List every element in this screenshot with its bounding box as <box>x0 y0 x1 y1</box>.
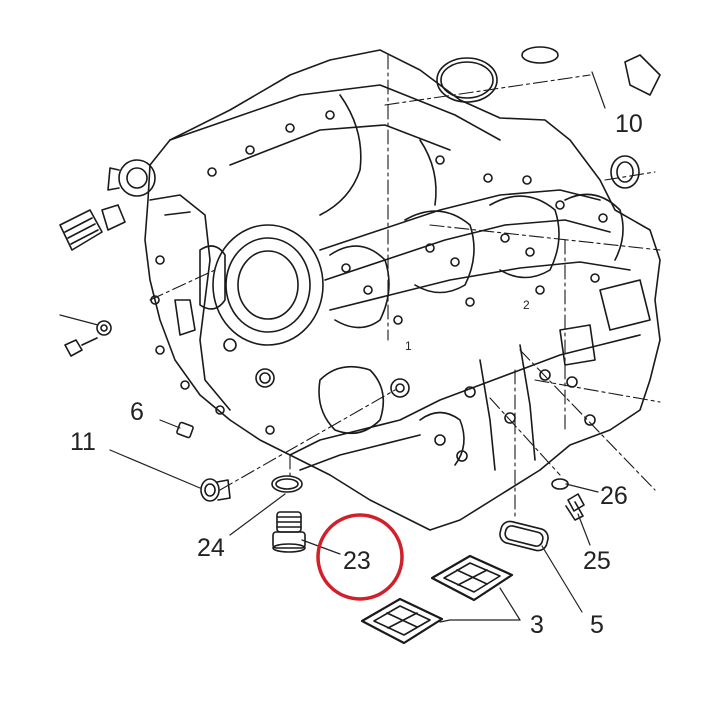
callout-5: 5 <box>590 611 604 639</box>
embossed-number-2: 2 <box>523 298 530 312</box>
screen-gasket-3-upper <box>430 554 514 602</box>
dowel-pin-6 <box>176 421 194 439</box>
callout-23: 23 <box>343 547 371 575</box>
callout-25: 25 <box>583 547 611 575</box>
callout-26: 26 <box>600 482 628 510</box>
threaded-plug-23 <box>272 511 306 553</box>
gasket-5 <box>499 520 549 552</box>
callout-3: 3 <box>530 611 544 639</box>
screen-gasket-3-lower <box>360 597 444 645</box>
screw-plug-25 <box>565 493 585 521</box>
callout-24: 24 <box>197 534 225 562</box>
left-fittings <box>59 204 126 357</box>
callout-11: 11 <box>70 428 96 456</box>
embossed-number-1: 1 <box>405 339 412 353</box>
center-lines <box>149 54 661 521</box>
o-ring-24 <box>271 475 303 493</box>
crankcase-body <box>107 46 661 531</box>
callout-10: 10 <box>615 110 643 138</box>
plug-11 <box>200 478 231 502</box>
highlight-circle <box>316 513 404 601</box>
callout-6: 6 <box>130 398 144 426</box>
leader-lines <box>59 71 606 623</box>
